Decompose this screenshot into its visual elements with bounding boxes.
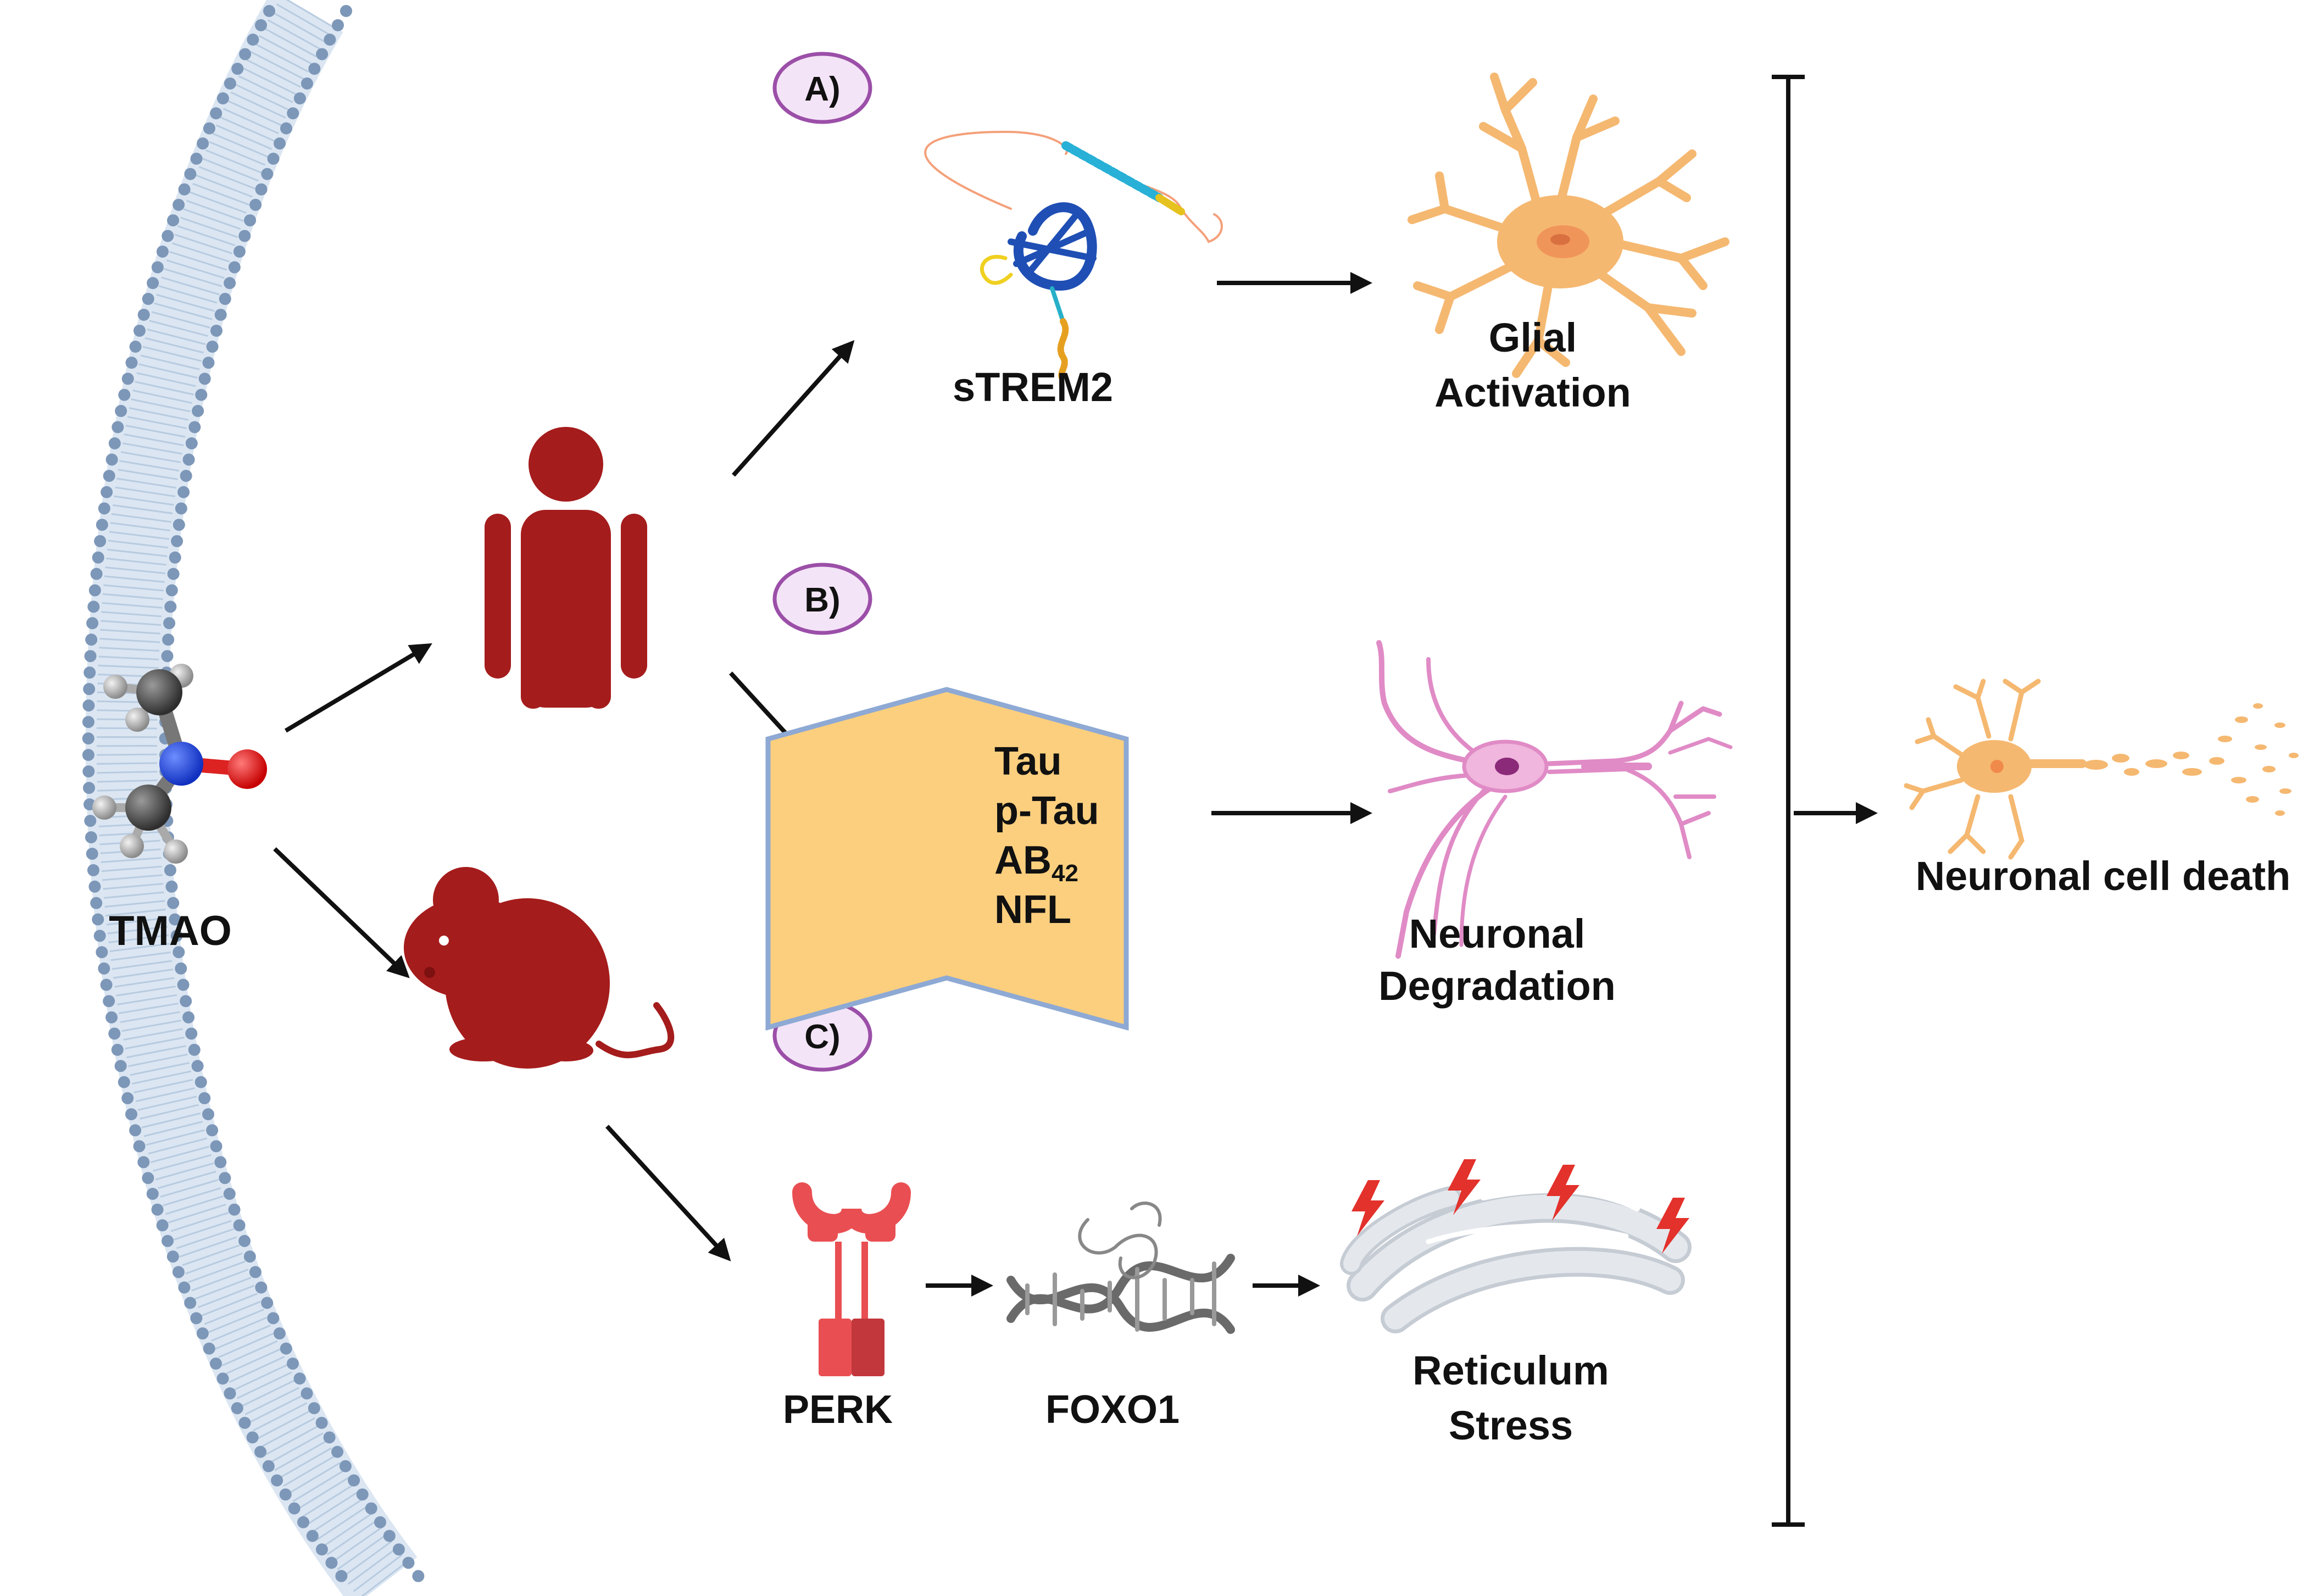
svg-text:B): B): [804, 581, 840, 619]
biomarker-chevron: [765, 687, 1129, 1031]
perk-receptor-icon: [792, 1182, 911, 1376]
dying-neuron-icon: [1904, 679, 2087, 860]
svg-text:A): A): [804, 70, 840, 108]
neuron-fragments: [2084, 703, 2299, 816]
glial-label-line1: Glial: [1489, 315, 1577, 360]
mouse-icon: [404, 867, 675, 1069]
neuron-label-line1: Neuronal: [1409, 911, 1586, 957]
cell-membrane: [82, 0, 429, 1596]
arrow-human-strem2: [732, 340, 855, 477]
glial-label-line2: Activation: [1434, 370, 1631, 415]
tmao-molecule-icon: [92, 664, 267, 864]
foxo1-label: FOXO1: [1045, 1388, 1180, 1432]
marker-ab42: AB42: [994, 838, 1078, 887]
strem2-label: sTREM2: [953, 364, 1113, 410]
glial-cell-icon: [1408, 73, 1729, 378]
svg-text:C): C): [804, 1018, 840, 1056]
marker-ptau: p-Tau: [994, 789, 1099, 833]
foxo1-dna-icon: [1006, 1202, 1235, 1334]
arrow-tmao-mouse: [273, 847, 410, 978]
bracket: [1772, 75, 1805, 1527]
er-label-line2: Stress: [1449, 1403, 1573, 1448]
human-icon: [485, 427, 647, 709]
tmao-label: TMAO: [109, 908, 232, 954]
lightning-icon: [1547, 1165, 1579, 1221]
perk-label: PERK: [783, 1388, 893, 1432]
lightning-icon: [1351, 1180, 1384, 1236]
arrow-tmao-human: [284, 643, 432, 733]
neuron-label-line2: Degradation: [1378, 963, 1616, 1009]
lightning-icon: [1656, 1198, 1689, 1254]
arrow-mouse-perk: [605, 1125, 731, 1261]
badge-b: B): [772, 563, 872, 635]
neuronal-cell-death-label: Neuronal cell death: [1916, 853, 2291, 899]
endoplasmic-reticulum-icon: [1340, 1186, 1692, 1333]
marker-tau: Tau: [994, 739, 1062, 783]
lightning-icon: [1448, 1159, 1481, 1215]
badge-a: A): [772, 52, 872, 124]
arrows: [273, 272, 1878, 1297]
lightning-icons: [1351, 1159, 1689, 1254]
marker-nfl: NFL: [994, 888, 1071, 932]
er-label-line1: Reticulum: [1412, 1348, 1609, 1393]
strem2-protein-icon: [924, 130, 1223, 382]
neuron-icon: [1376, 640, 1733, 959]
